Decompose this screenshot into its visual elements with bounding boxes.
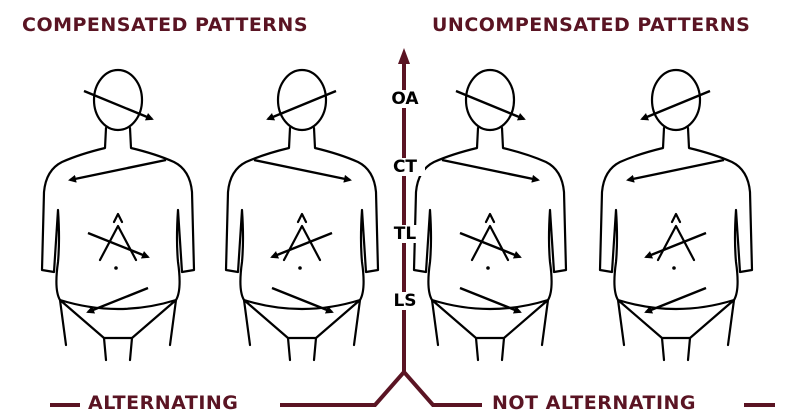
head-outline [652,70,700,130]
rotation-arrow-left [272,233,332,257]
head-outline [94,70,142,130]
legs-outline [476,338,504,360]
label-not-alternating: NOT ALTERNATING [492,392,696,414]
rotation-arrow-right [88,233,148,257]
body-outline [414,128,566,345]
region-label-ct: CT [385,158,425,176]
region-label-tl: TL [385,225,425,243]
torso-figure-3 [414,70,566,360]
rib-outline [472,214,508,260]
rotation-arrow-left [628,160,724,180]
rotation-arrow-right [254,160,350,180]
rotation-arrow-left [70,160,166,180]
briefs-outline [60,300,176,338]
legs-outline [288,338,316,360]
heading-compensated: COMPENSATED PATTERNS [22,14,308,36]
rib-outline [284,214,320,260]
head-outline [278,70,326,130]
navel [672,266,676,270]
briefs-outline [432,300,548,338]
label-alternating: ALTERNATING [88,392,238,414]
bottom-branch-line-left [280,372,482,405]
rib-outline [100,214,136,260]
torso-figure-4 [600,70,752,360]
navel [114,266,118,270]
body-outline [600,128,752,345]
navel [486,266,490,270]
legs-outline [104,338,132,360]
rotation-arrow-left [646,233,706,257]
briefs-outline [244,300,360,338]
rib-outline [658,214,694,260]
body-outline [226,128,378,345]
rotation-arrow-right [442,160,538,180]
head-outline [466,70,514,130]
torso-figure-1 [42,70,194,360]
rotation-arrow-right [460,233,520,257]
torso-figure-2 [226,70,378,360]
legs-outline [662,338,690,360]
heading-uncompensated: UNCOMPENSATED PATTERNS [432,14,750,36]
body-outline [42,128,194,345]
briefs-outline [618,300,734,338]
region-label-ls: LS [385,292,425,310]
navel [298,266,302,270]
region-label-oa: OA [385,90,425,108]
